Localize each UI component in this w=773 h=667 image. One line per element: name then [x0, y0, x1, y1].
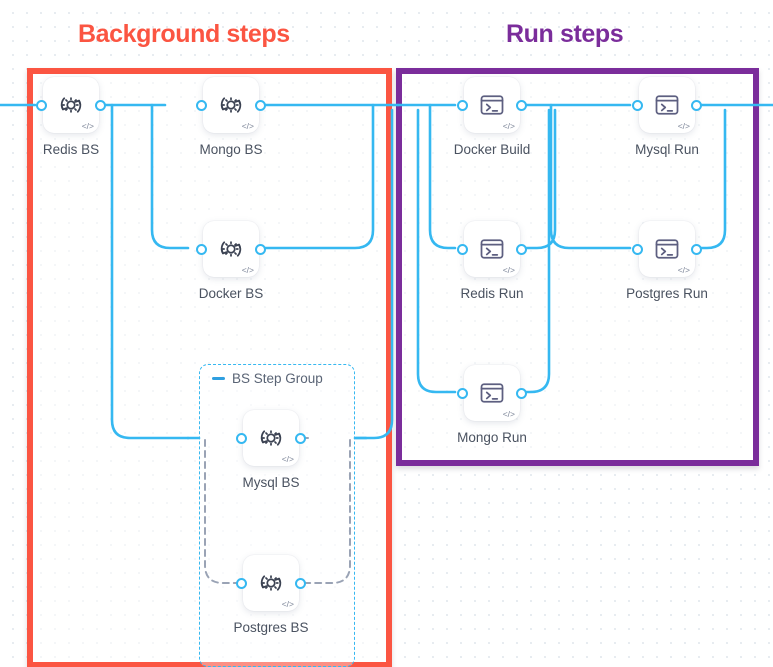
port-in-mongo-run[interactable]: [457, 387, 468, 399]
terminal-icon: [478, 91, 506, 119]
node-card-redis-run[interactable]: </>: [464, 221, 520, 277]
port-out-mysql-run[interactable]: [691, 99, 702, 111]
gear-sync-icon: [56, 90, 86, 120]
port-out-redis-bs[interactable]: [95, 99, 106, 111]
port-in-mysql-run[interactable]: [632, 99, 643, 111]
node-mysql-run[interactable]: </> Mysql Run: [607, 77, 727, 157]
node-card-mysql-bs[interactable]: </>: [243, 410, 299, 466]
port-in-mongo-bs[interactable]: [196, 99, 207, 111]
code-badge-icon: </>: [241, 120, 254, 131]
port-out-postgres-run[interactable]: [691, 243, 702, 255]
port-out-postgres-bs[interactable]: [295, 577, 306, 589]
node-mysql-bs[interactable]: </> Mysql BS: [211, 410, 331, 490]
port-out-mysql-bs[interactable]: [295, 432, 306, 444]
terminal-icon: [478, 235, 506, 263]
code-badge-icon: </>: [281, 453, 294, 464]
terminal-icon: [478, 379, 506, 407]
port-in-redis-bs[interactable]: [36, 99, 47, 111]
node-card-docker-build[interactable]: </>: [464, 77, 520, 133]
node-mongo-run[interactable]: </> Mongo Run: [432, 365, 552, 445]
node-label-mysql-run: Mysql Run: [635, 142, 699, 157]
port-in-postgres-run[interactable]: [632, 243, 643, 255]
port-out-redis-run[interactable]: [516, 243, 527, 255]
node-card-mysql-run[interactable]: </>: [639, 77, 695, 133]
node-label-mongo-run: Mongo Run: [457, 430, 527, 445]
node-redis-run[interactable]: </> Redis Run: [432, 221, 552, 301]
node-label-postgres-run: Postgres Run: [626, 286, 708, 301]
node-label-postgres-bs: Postgres BS: [233, 620, 309, 635]
code-badge-icon: </>: [502, 264, 515, 275]
node-docker-bs[interactable]: </> Docker BS: [171, 221, 291, 301]
code-badge-icon: </>: [241, 264, 254, 275]
node-label-redis-run: Redis Run: [460, 286, 524, 301]
node-mongo-bs[interactable]: </> Mongo BS: [171, 77, 291, 157]
node-card-postgres-run[interactable]: </>: [639, 221, 695, 277]
gear-sync-icon: [256, 423, 286, 453]
port-in-postgres-bs[interactable]: [236, 577, 247, 589]
port-out-docker-build[interactable]: [516, 99, 527, 111]
gear-sync-icon: [216, 90, 246, 120]
minus-icon[interactable]: [212, 377, 225, 380]
node-postgres-bs[interactable]: </> Postgres BS: [211, 555, 331, 635]
bs-step-group-label: BS Step Group: [232, 371, 323, 386]
code-badge-icon: </>: [677, 120, 690, 131]
background-steps-boundary: [27, 68, 392, 667]
port-in-docker-build[interactable]: [457, 99, 468, 111]
port-in-docker-bs[interactable]: [196, 243, 207, 255]
node-card-docker-bs[interactable]: </>: [203, 221, 259, 277]
node-label-docker-bs: Docker BS: [198, 286, 264, 301]
run-steps-boundary: [396, 68, 759, 466]
node-redis-bs[interactable]: </> Redis BS: [11, 77, 131, 157]
node-postgres-run[interactable]: </> Postgres Run: [607, 221, 727, 301]
code-badge-icon: </>: [502, 120, 515, 131]
port-out-mongo-run[interactable]: [516, 387, 527, 399]
node-label-mysql-bs: Mysql BS: [242, 475, 300, 490]
gear-sync-icon: [256, 568, 286, 598]
node-label-redis-bs: Redis BS: [42, 142, 100, 157]
code-badge-icon: </>: [677, 264, 690, 275]
node-docker-build[interactable]: </> Docker Build: [432, 77, 552, 157]
port-in-redis-run[interactable]: [457, 243, 468, 255]
code-badge-icon: </>: [81, 120, 94, 131]
run-steps-title: Run steps: [506, 20, 624, 48]
port-out-docker-bs[interactable]: [255, 243, 266, 255]
port-out-mongo-bs[interactable]: [255, 99, 266, 111]
node-card-mongo-run[interactable]: </>: [464, 365, 520, 421]
node-card-mongo-bs[interactable]: </>: [203, 77, 259, 133]
port-in-mysql-bs[interactable]: [236, 432, 247, 444]
node-label-docker-build: Docker Build: [453, 142, 531, 157]
bs-step-group-header[interactable]: BS Step Group: [212, 371, 323, 386]
code-badge-icon: </>: [502, 408, 515, 419]
terminal-icon: [653, 91, 681, 119]
node-card-redis-bs[interactable]: </>: [43, 77, 99, 133]
background-steps-title: Background steps: [78, 20, 290, 48]
gear-sync-icon: [216, 234, 246, 264]
code-badge-icon: </>: [281, 598, 294, 609]
terminal-icon: [653, 235, 681, 263]
node-label-mongo-bs: Mongo BS: [199, 142, 263, 157]
node-card-postgres-bs[interactable]: </>: [243, 555, 299, 611]
